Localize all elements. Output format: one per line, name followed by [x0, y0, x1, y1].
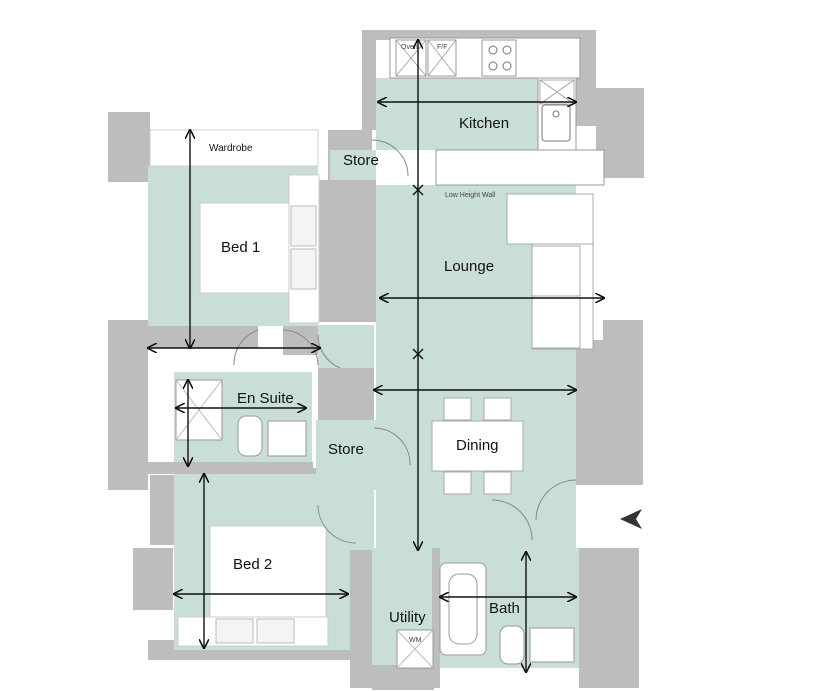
dimension-lines	[148, 40, 604, 672]
dining-table	[431, 397, 524, 495]
en-suite-fixtures	[237, 415, 307, 457]
room-label-dining: Dining	[456, 437, 499, 454]
room-label-store-top: Store	[343, 152, 379, 169]
oven-label: Oven	[401, 44, 418, 51]
hob-icon	[488, 45, 512, 71]
shower	[175, 379, 223, 441]
entrance-arrow-icon	[620, 509, 642, 529]
fridge-icon	[427, 39, 457, 77]
room-label-en-suite: En Suite	[237, 390, 294, 407]
low-height-wall-label: Low Height Wall	[445, 192, 496, 199]
wardrobe-label: Wardrobe	[209, 143, 253, 154]
room-label-kitchen: Kitchen	[459, 115, 509, 132]
room-label-bed2: Bed 2	[233, 556, 272, 573]
washer-label: WM	[409, 637, 422, 644]
bath-fixtures	[499, 625, 575, 665]
dishwasher-icon	[539, 79, 575, 105]
room-label-bed1: Bed 1	[221, 239, 260, 256]
room-label-store-mid: Store	[328, 441, 364, 458]
room-label-utility: Utility	[389, 609, 426, 626]
wardrobe	[149, 129, 319, 167]
bed1	[199, 174, 320, 324]
bath-tub	[439, 562, 487, 656]
cross-markers	[412, 184, 424, 360]
bed2	[177, 525, 329, 647]
room-label-bath: Bath	[489, 600, 520, 617]
fridge-label: F/F	[437, 44, 448, 51]
washing-machine	[396, 629, 434, 669]
room-label-lounge: Lounge	[444, 258, 494, 275]
